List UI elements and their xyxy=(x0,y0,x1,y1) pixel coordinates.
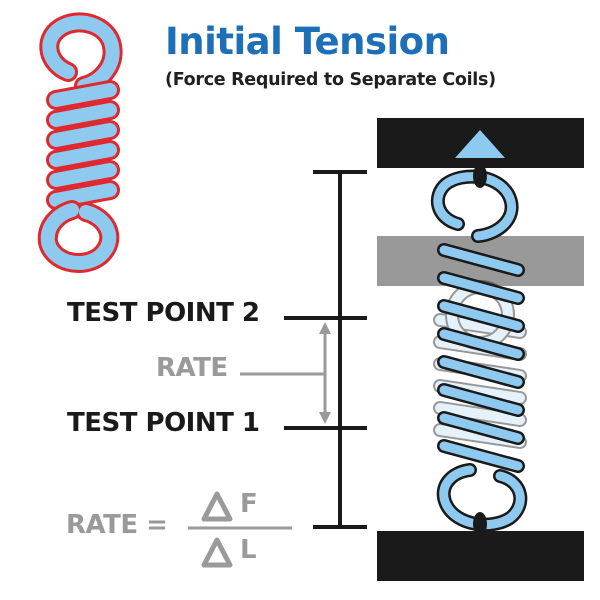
test-point-1-label: TEST POINT 1 xyxy=(67,408,260,438)
test-point-2-label: TEST POINT 2 xyxy=(67,298,260,328)
up-arrow-icon xyxy=(455,130,505,158)
upper-attachment-pin xyxy=(473,164,487,188)
formula-numerator: F xyxy=(240,489,258,519)
measurement-scale xyxy=(284,170,367,529)
page-title: Initial Tension xyxy=(165,20,450,63)
formula-denominator: L xyxy=(240,535,257,565)
spring-stretched xyxy=(430,169,528,532)
spring-illustration-small xyxy=(37,12,123,274)
delta-triangle-icon xyxy=(201,537,233,568)
rate-label: RATE xyxy=(156,353,228,383)
lower-jaw xyxy=(377,531,584,581)
rate-formula-label: RATE = xyxy=(66,510,168,540)
lower-attachment-pin xyxy=(473,512,487,536)
rate-range-arrow xyxy=(240,322,331,424)
page-subtitle: (Force Required to Separate Coils) xyxy=(165,70,496,90)
delta-triangle-icon xyxy=(201,491,233,522)
